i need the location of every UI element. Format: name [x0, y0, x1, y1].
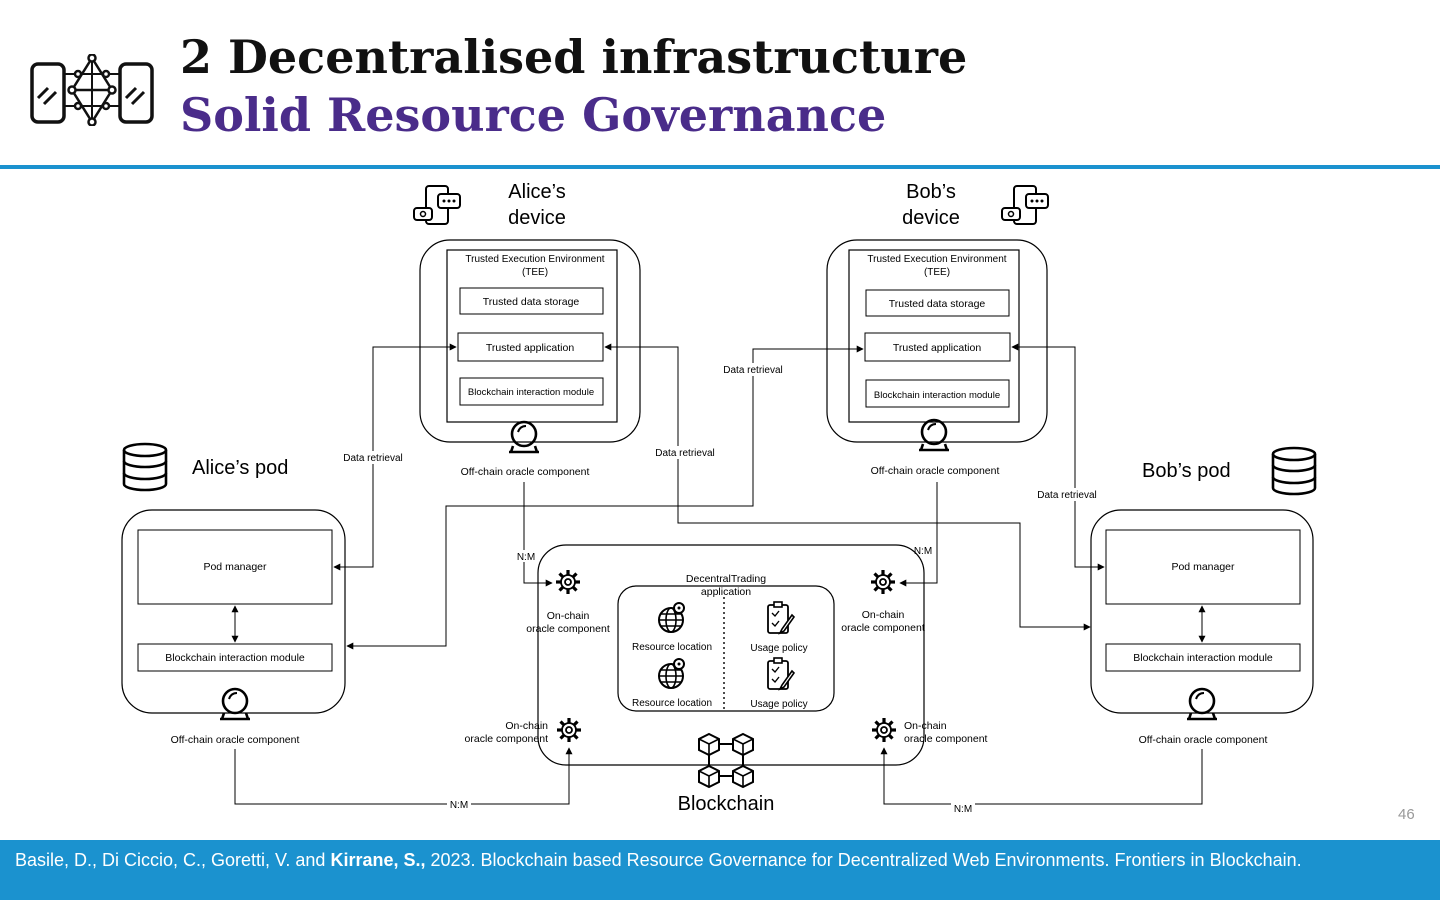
page-number: 46 [1398, 806, 1415, 823]
onchain-oracle-gear-icon-bl [555, 716, 583, 744]
alice-trusted-application: Trusted application [486, 342, 574, 354]
data-retrieval-label-3: Data retrieval [723, 365, 782, 376]
bob-pod-oracle-icon [1185, 687, 1219, 721]
alice-device-blockchain-module: Blockchain interaction module [468, 387, 594, 398]
bob-device-icon [1001, 185, 1049, 225]
citation-text: Basile, D., Di Ciccio, C., Goretti, V. a… [15, 848, 1415, 872]
alice-device-label-1: Alice’s [508, 181, 565, 203]
bob-device: Bob’s device Trusted Execution Environme… [826, 181, 1049, 477]
resource-location-label-2: Resource location [632, 698, 712, 709]
bob-device-label-2: device [902, 207, 960, 229]
bob-device-label-1: Bob’s [906, 181, 956, 203]
blockchain-icon [698, 733, 754, 788]
onchain-oracle-br-2: oracle component [904, 733, 988, 745]
onchain-oracle-bl-2: oracle component [465, 733, 549, 745]
alice-tee-label-2: (TEE) [522, 267, 548, 278]
alice-device-label-2: device [508, 207, 566, 229]
bob-trusted-application: Trusted application [893, 342, 981, 354]
onchain-oracle-tr-2: oracle component [841, 622, 925, 634]
usage-policy-label-2: Usage policy [750, 699, 807, 710]
alice-pod: Alice’s pod Pod manager Blockchain inter… [121, 442, 346, 746]
nm-label-2: N:M [914, 546, 932, 557]
alice-pod-oracle-icon [218, 687, 252, 721]
bob-device-oracle-label: Off-chain oracle component [871, 465, 1000, 477]
onchain-oracle-tl-2: oracle component [526, 623, 610, 635]
citation-suffix: 2023. Blockchain based Resource Governan… [425, 850, 1302, 870]
alice-pod-database-icon [122, 442, 168, 492]
usage-policy-label-1: Usage policy [750, 643, 807, 654]
architecture-diagram: Alice’s device Trusted Execution Environ… [121, 181, 1317, 815]
app-title-2: application [701, 586, 751, 598]
citation-author-bold: Kirrane, S., [330, 850, 426, 870]
citation-footer: Basile, D., Di Ciccio, C., Goretti, V. a… [0, 840, 1440, 900]
alice-device: Alice’s device Trusted Execution Environ… [413, 181, 641, 478]
bob-device-oracle-icon [917, 418, 951, 452]
app-title-1: DecentralTrading [686, 573, 766, 585]
bob-pod-manager: Pod manager [1171, 561, 1235, 573]
onchain-oracle-tl-1: On-chain [547, 610, 590, 622]
onchain-oracle-gear-icon-tr [869, 568, 897, 596]
resource-location-label-1: Resource location [632, 642, 712, 653]
blockchain-container: DecentralTrading application Resource lo… [465, 544, 988, 815]
slide-subtitle: Solid Resource Governance [180, 88, 887, 142]
alice-pod-oracle-label: Off-chain oracle component [171, 734, 300, 746]
data-retrieval-label-4: Data retrieval [1037, 490, 1096, 501]
onchain-oracle-bl-1: On-chain [505, 720, 548, 732]
bob-pod-oracle-label: Off-chain oracle component [1139, 734, 1268, 746]
alice-pod-blockchain-module: Blockchain interaction module [165, 652, 305, 664]
edge-labels: Data retrieval Data retrieval Data retri… [340, 363, 1100, 815]
header-divider [0, 165, 1440, 169]
bob-pod-database-icon [1271, 446, 1317, 496]
alice-tee-label-1: Trusted Execution Environment [465, 254, 604, 265]
onchain-oracle-gear-icon-tl [554, 568, 582, 596]
blockchain-label: Blockchain [678, 793, 775, 815]
bob-tee-label-1: Trusted Execution Environment [867, 254, 1006, 265]
bob-pod: Bob’s pod Pod manager Blockchain interac… [1090, 446, 1317, 746]
bob-pod-blockchain-module: Blockchain interaction module [1133, 652, 1273, 664]
nm-label-3: N:M [450, 800, 468, 811]
data-retrieval-label-2: Data retrieval [655, 448, 714, 459]
alice-pod-manager: Pod manager [203, 561, 267, 573]
onchain-oracle-gear-icon-br [870, 716, 898, 744]
decentralised-network-logo-icon [30, 54, 154, 126]
data-retrieval-label-1: Data retrieval [343, 453, 402, 464]
bob-device-blockchain-module: Blockchain interaction module [874, 390, 1000, 401]
slide-title: 2 Decentralised infrastructure [180, 30, 968, 84]
bob-tee-label-2: (TEE) [924, 267, 950, 278]
onchain-oracle-tr-1: On-chain [862, 609, 905, 621]
alice-device-icon [413, 185, 461, 225]
citation-prefix: Basile, D., Di Ciccio, C., Goretti, V. a… [15, 850, 331, 870]
nm-label-1: N:M [517, 552, 535, 563]
onchain-oracle-br-1: On-chain [904, 720, 947, 732]
alice-device-oracle-label: Off-chain oracle component [461, 466, 590, 478]
alice-pod-label: Alice’s pod [192, 457, 288, 479]
nm-label-4: N:M [954, 804, 972, 815]
alice-trusted-storage: Trusted data storage [483, 296, 580, 308]
bob-pod-label: Bob’s pod [1142, 460, 1231, 482]
bob-trusted-storage: Trusted data storage [889, 298, 986, 310]
alice-device-oracle-icon [507, 420, 541, 454]
